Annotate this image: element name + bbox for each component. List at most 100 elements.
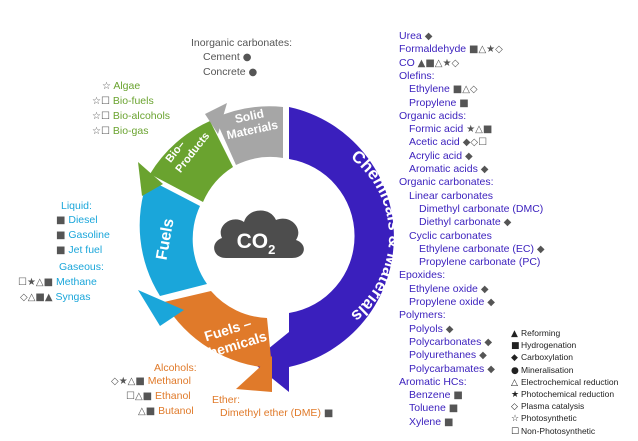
bio-item-text: Bio-alcohols bbox=[112, 110, 171, 122]
chemical-item: Aromatic acids ◆ bbox=[409, 163, 488, 176]
chemical-item-text: Polyurethanes bbox=[409, 349, 477, 362]
alcohol-item: ◇★△■ Methanol bbox=[111, 375, 191, 388]
bio-item-text: Bio-fuels bbox=[112, 95, 154, 107]
bio-products-arrowhead bbox=[138, 162, 163, 196]
chemical-item-text: Epoxides: bbox=[399, 269, 446, 282]
liquid-fuel-item: ■ Gasoline bbox=[56, 229, 110, 242]
chemical-item-symbols: ◆ bbox=[536, 243, 545, 255]
chemical-item-text: Propylene bbox=[409, 96, 457, 109]
liquid-fuel-item-text: Jet fuel bbox=[68, 244, 103, 256]
chemical-item-text: Xylene bbox=[409, 415, 442, 428]
legend-symbol: ☆ bbox=[511, 414, 520, 425]
legend-item: ◇Plasma catalysis bbox=[511, 400, 584, 413]
bio-item-symbols: ☆☐ bbox=[92, 126, 110, 137]
chemical-item-symbols: ◆ bbox=[445, 323, 454, 335]
chemical-item: Linear carbonates bbox=[409, 190, 493, 203]
legend-item: ☆Photosynthetic bbox=[511, 412, 577, 425]
legend-label: Hydrogenation bbox=[521, 340, 577, 351]
chemical-item-symbols: ▲■△★◇ bbox=[417, 57, 460, 69]
gaseous-fuel-item-text: Syngas bbox=[55, 291, 91, 303]
legend-item: ★Photochemical reduction bbox=[511, 388, 614, 401]
chemical-item-symbols: ◆ bbox=[479, 350, 487, 362]
chemical-item-symbols: ■△★◇ bbox=[469, 44, 503, 56]
chemical-item-symbols: ■△◇ bbox=[452, 84, 478, 96]
chemical-item-text: CO bbox=[399, 56, 415, 69]
chemical-item: Ethylene carbonate (EC) ◆ bbox=[419, 243, 545, 256]
bio-products-sector bbox=[150, 121, 233, 202]
chemical-item: Xylene ■ bbox=[409, 416, 453, 429]
chemical-item: Olefins: bbox=[399, 70, 435, 83]
bio-item-symbols: ☆☐ bbox=[92, 111, 110, 122]
chemical-item-text: Polymers: bbox=[399, 309, 446, 322]
chemical-item-text: Polycarbonates bbox=[409, 335, 482, 348]
chemical-item-text: Acrylic acid bbox=[409, 149, 463, 162]
gaseous-fuels-title: Gaseous: bbox=[59, 261, 104, 273]
chemical-item: Propylene oxide ◆ bbox=[409, 296, 495, 309]
segment-fuels bbox=[138, 179, 207, 326]
chemical-item: Polycarbamates ◆ bbox=[409, 363, 495, 376]
chemical-item-symbols: ◆ bbox=[487, 363, 495, 375]
chemical-item: Benzene ■ bbox=[409, 389, 463, 402]
liquid-fuel-item-text: Diesel bbox=[68, 214, 98, 226]
legend-symbol: ★ bbox=[511, 390, 520, 400]
label-solid-materials-line1: Solid bbox=[234, 106, 266, 126]
bio-item-text: Algae bbox=[113, 80, 141, 92]
legend-symbol: ◆ bbox=[511, 353, 518, 364]
bio-item-text: Bio-gas bbox=[112, 125, 149, 137]
ether-dme: Dimethyl ether (DME) ■ bbox=[220, 407, 334, 419]
chemical-item-text: Ethylene carbonate (EC) bbox=[419, 242, 534, 255]
chemical-item-text: Ethylene oxide bbox=[409, 282, 478, 295]
legend-label: Reforming bbox=[521, 328, 561, 338]
bio-item: ☆☐ Bio-gas bbox=[92, 125, 148, 138]
fuels-sector bbox=[139, 179, 207, 296]
chemicals-sector bbox=[289, 107, 394, 367]
chemical-item: Acetic acid ◆◇☐ bbox=[409, 136, 487, 149]
chemical-item: Formic acid ★△■ bbox=[409, 123, 492, 136]
legend-item: ▲Reforming bbox=[511, 327, 560, 340]
inorganic-item-text: Cement bbox=[203, 51, 240, 63]
chemical-item: Polymers: bbox=[399, 309, 446, 322]
chemical-item-symbols: ◆ bbox=[480, 164, 489, 175]
legend-label: Non-Photosynthetic bbox=[521, 425, 596, 436]
chemical-item-symbols: ■ bbox=[448, 403, 459, 415]
chemical-item: Toluene ■ bbox=[409, 402, 458, 415]
bio-item: ☆ Algae bbox=[102, 80, 140, 93]
legend-item: ◆Carboxylation bbox=[511, 351, 573, 364]
chemical-item-symbols: ◆ bbox=[484, 336, 493, 348]
segment-solid-materials bbox=[205, 103, 283, 165]
chemical-item-text: Cyclic carbonates bbox=[409, 229, 492, 242]
alcohol-item: ☐△■ Ethanol bbox=[126, 390, 191, 403]
ether-title: Ether: bbox=[212, 394, 241, 406]
chemical-item-text: Acetic acid bbox=[409, 136, 460, 149]
chemical-item-symbols: ◆ bbox=[480, 283, 489, 295]
legend-symbol: ▲ bbox=[511, 329, 518, 339]
co2-cloud-icon bbox=[214, 210, 304, 258]
chemical-item-text: Dimethyl carbonate (DMC) bbox=[419, 202, 544, 215]
legend-item: ☐Non-Photosynthetic bbox=[511, 425, 595, 438]
legend-label: Photosynthetic bbox=[521, 413, 577, 424]
segment-fuels-chemicals bbox=[164, 291, 272, 392]
chemical-item-symbols: ■ bbox=[459, 97, 469, 109]
chemical-item: Polyols ◆ bbox=[409, 323, 453, 336]
chemical-item: Formaldehyde ■△★◇ bbox=[399, 43, 503, 56]
co2-label: CO2 bbox=[237, 230, 276, 257]
solid-materials-arrowhead bbox=[205, 103, 227, 134]
chemical-item-text: Formic acid bbox=[409, 123, 464, 136]
alcohol-item-symbols: △■ bbox=[138, 406, 156, 417]
legend-label: Mineralisation bbox=[521, 364, 574, 375]
bio-item-symbols: ☆ bbox=[102, 81, 111, 92]
gaseous-fuel-item: ☐★△■ Methane bbox=[18, 276, 97, 289]
segment-bio-products bbox=[138, 121, 233, 202]
chemical-item-text: Urea bbox=[399, 30, 422, 42]
alcohol-item-symbols: ☐△■ bbox=[126, 391, 153, 402]
legend-symbol: ◇ bbox=[511, 402, 518, 413]
alcohol-item-symbols: ◇★△■ bbox=[111, 376, 145, 387]
liquid-fuel-item-text: Gasoline bbox=[68, 229, 110, 241]
chemical-item-text: Benzene bbox=[409, 389, 451, 402]
legend-symbol: ☐ bbox=[511, 426, 520, 437]
legend-label: Carboxylation bbox=[521, 352, 573, 363]
legend-label: Photochemical reduction bbox=[521, 389, 615, 399]
legend-label: Plasma catalysis bbox=[521, 401, 585, 412]
gaseous-fuel-item: ◇△■▲ Syngas bbox=[20, 291, 90, 304]
